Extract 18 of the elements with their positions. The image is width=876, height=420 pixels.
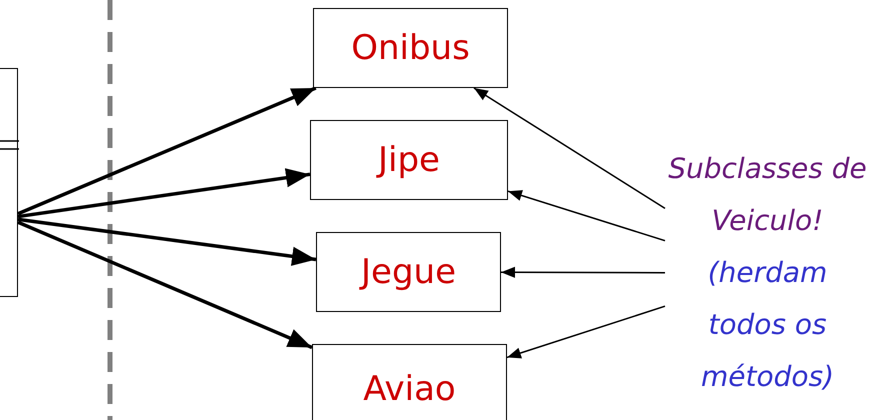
class-box	[310, 120, 508, 200]
class-box	[316, 232, 501, 312]
arrow	[18, 218, 316, 266]
arrow	[17, 220, 313, 350]
note-text: (herdam todos os métodos)	[700, 255, 836, 395]
arrow	[508, 190, 666, 242]
class-box	[313, 8, 508, 88]
arrow	[506, 306, 666, 358]
arrow	[501, 266, 665, 278]
class-name: Aviao	[363, 369, 456, 409]
class-name: Jipe	[378, 140, 440, 180]
annotation-text: Subclasses de Veiculo!	[667, 151, 868, 239]
class-name: Jegue	[361, 252, 456, 292]
arrow	[17, 86, 316, 216]
arrow	[474, 87, 666, 210]
class-box	[312, 344, 507, 420]
arrow	[18, 168, 310, 218]
class-name: Onibus	[351, 28, 470, 68]
